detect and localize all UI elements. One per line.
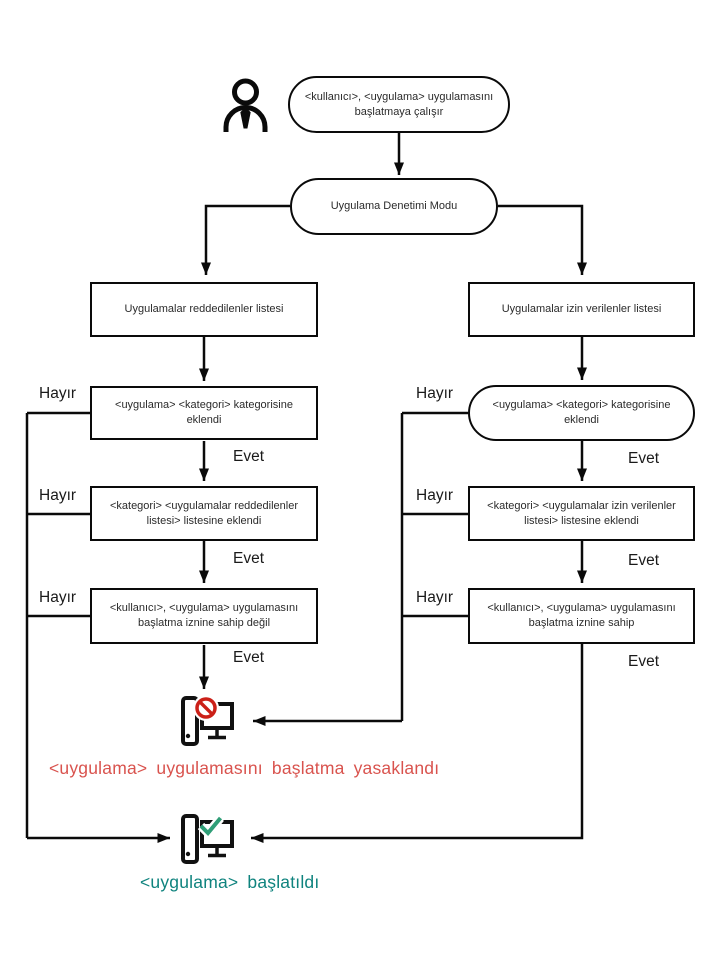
node-allow-permission: <kullanıcı>, <uygulama> uygulamasını baş… <box>468 588 695 644</box>
label-no-left-2: Hayır <box>39 487 77 504</box>
label-no-left-3: Hayır <box>39 589 77 606</box>
user-icon <box>223 78 268 132</box>
outcome-started-text: <uygulama> başlatıldı <box>140 872 320 892</box>
node-allowlist: Uygulamalar izin verilenler listesi <box>468 282 695 337</box>
node-deny-added: <kategori> <uygulamalar reddedilenler li… <box>90 486 318 541</box>
node-allow-category: <uygulama> <kategori> kategorisine eklen… <box>468 385 695 441</box>
label-yes-right-2: Evet <box>628 552 660 569</box>
label-yes-right-1: Evet <box>628 450 660 467</box>
label-yes-left-3: Evet <box>233 649 265 666</box>
connector-right-yes-started <box>251 644 584 843</box>
label-no-right-2: Hayır <box>416 487 454 504</box>
connectors <box>25 133 587 843</box>
node-start: <kullanıcı>, <uygulama> uygulamasını baş… <box>288 76 510 133</box>
node-denylist: Uygulamalar reddedilenler listesi <box>90 282 318 337</box>
label-yes-right-3: Evet <box>628 653 660 670</box>
node-deny-permission: <kullanıcı>, <uygulama> uygulamasını baş… <box>90 588 318 644</box>
label-no-right-1: Hayır <box>416 385 454 402</box>
computer-started-icon <box>181 814 234 864</box>
node-allow-added: <kategori> <uygulamalar izin verilenler … <box>468 486 695 541</box>
prohibit-sign-icon <box>195 697 217 719</box>
node-deny-category: <uygulama> <kategori> kategorisine eklen… <box>90 386 318 440</box>
node-control-mode: Uygulama Denetimi Modu <box>290 178 498 235</box>
label-no-right-3: Hayır <box>416 589 454 606</box>
label-yes-left-2: Evet <box>233 550 265 567</box>
label-yes-left-1: Evet <box>233 448 265 465</box>
connector-mode-denylist <box>201 204 290 275</box>
outcome-blocked-text: <uygulama> uygulamasını başlatma yasakla… <box>49 758 440 778</box>
check-icon <box>199 816 223 836</box>
label-no-left-1: Hayır <box>39 385 77 402</box>
computer-blocked-icon <box>181 695 234 746</box>
connector-mode-allowlist <box>498 204 587 275</box>
